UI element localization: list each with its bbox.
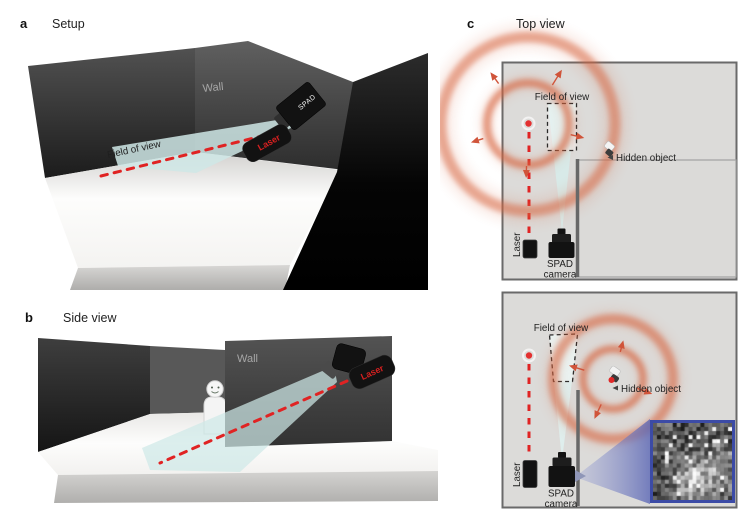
laser-spot-halo — [522, 348, 536, 363]
spad-camera-label-line1: SPAD — [547, 259, 573, 270]
person-head — [206, 380, 224, 398]
laser-device — [522, 460, 538, 488]
scatter-arrow — [551, 69, 562, 86]
laser-device — [522, 239, 538, 259]
panel-a-illustration: SPAD Laser Wall Field of view a Setup — [20, 16, 428, 290]
laser-spot — [525, 120, 532, 127]
scatter-arrow — [637, 387, 653, 395]
person-eye — [217, 386, 220, 389]
scatter-arrow — [490, 72, 500, 84]
scatter-rings — [543, 309, 683, 449]
laser-device: Laser — [242, 123, 292, 163]
camera-lens-icon — [274, 111, 292, 130]
scatter-arrow — [570, 132, 585, 140]
spad-camera-label-line2: camera — [545, 499, 578, 510]
floor — [38, 412, 438, 475]
noise-inset-image — [650, 420, 735, 503]
laser-spot-halo — [521, 116, 536, 131]
hidden-object-label: Hidden object — [616, 153, 676, 164]
camera-beam-cone — [142, 366, 337, 472]
scatter-arrow — [594, 404, 602, 419]
spad-camera — [548, 228, 575, 258]
camera-beam-cone — [112, 118, 291, 173]
field-of-view-label: Field of view — [534, 323, 589, 334]
scatter-arrow — [569, 364, 585, 372]
spad-camera — [548, 452, 586, 487]
panel-b-illustration: Wall Laser b Side view — [25, 310, 438, 503]
panel-a-title: Setup — [52, 17, 85, 31]
panel-b-tag: b — [25, 310, 33, 325]
scatter-arrow — [470, 136, 484, 144]
field-of-view-label: Field of view — [535, 92, 590, 103]
hidden-object — [604, 141, 615, 157]
panel-b-title: Side view — [63, 311, 117, 325]
person-smile — [211, 391, 219, 394]
laser-device: Laser — [348, 354, 396, 390]
object-spot — [608, 377, 615, 383]
wall-label: Wall — [202, 81, 224, 95]
person-eye — [211, 386, 213, 389]
scatter-arrow — [522, 165, 530, 178]
panel-c-title: Top view — [516, 17, 566, 31]
floor-front-face — [54, 471, 438, 503]
spad-camera-label-line1: SPAD — [548, 489, 574, 500]
scatter-arrow — [617, 340, 625, 353]
laser-beam-dashed-line — [99, 129, 284, 178]
hidden-object-pointer-icon — [607, 155, 613, 160]
panel-a-tag: a — [20, 16, 28, 31]
room-floor — [45, 152, 340, 268]
hidden-object-pointer-icon — [612, 385, 618, 391]
panel-c-tag: c — [467, 16, 474, 31]
scatter-rings — [440, 23, 629, 225]
spad-camera-label-line2: camera — [544, 270, 577, 281]
wall-label: Wall — [237, 353, 258, 365]
floor-front-face — [70, 265, 290, 290]
spad-camera-device: SPAD — [274, 82, 326, 130]
room-right-wall — [283, 53, 428, 290]
hidden-object-label: Hidden object — [621, 384, 681, 395]
camera-lens — [321, 360, 340, 379]
laser-label: Laser — [512, 232, 523, 257]
camera-lens-glint — [575, 470, 586, 482]
inset-pointer-wedge — [575, 419, 650, 504]
laser-beam-dashed-line — [158, 379, 349, 465]
laser-label: Laser — [512, 462, 523, 487]
laser-spot — [525, 352, 533, 359]
top-view-scene: Hidden object Field of view Laser SPAD c… — [440, 23, 738, 281]
back-wall — [150, 346, 225, 414]
